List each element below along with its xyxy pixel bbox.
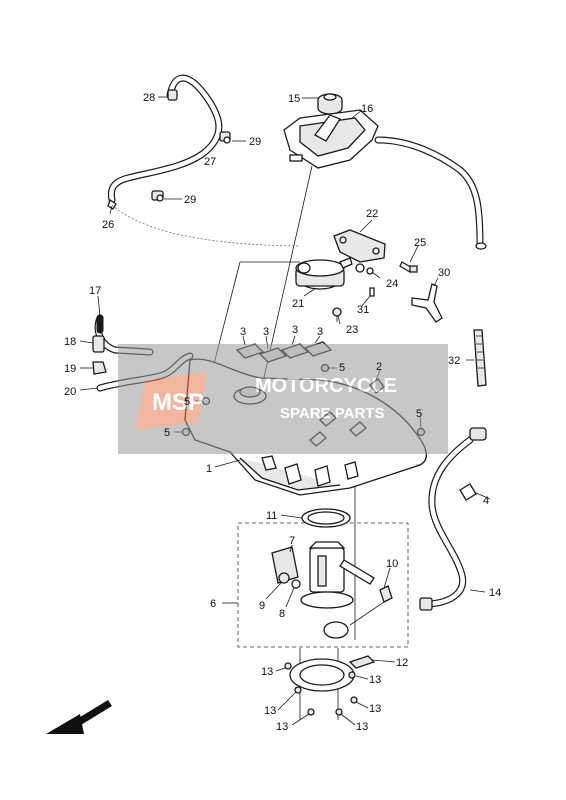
callout-13-e: 13 [276, 721, 288, 733]
routing-line-26 [111, 204, 301, 247]
callout-32: 32 [448, 355, 460, 367]
callout-12: 12 [396, 657, 408, 669]
callout-labels: 28 15 16 29 27 29 26 22 25 30 24 21 31 2… [64, 92, 501, 733]
callout-29-upper: 29 [249, 136, 261, 148]
grommet-24 [355, 263, 374, 275]
callout-19: 19 [64, 363, 76, 375]
filter-7 [271, 546, 299, 584]
pump-ring-8 [291, 579, 301, 589]
callout-28: 28 [143, 92, 155, 104]
callout-24: 24 [386, 278, 398, 290]
callout-13-b: 13 [369, 674, 381, 686]
callout-23: 23 [346, 324, 358, 336]
callout-17: 17 [89, 285, 101, 297]
hose-clip-26 [107, 198, 117, 210]
callout-16: 16 [361, 103, 373, 115]
callout-3-c: 3 [292, 324, 298, 336]
watermark-line1: MOTORCYCLE [255, 375, 397, 397]
callout-13-a: 13 [261, 666, 273, 678]
bolt-25 [399, 261, 418, 273]
callout-27: 27 [204, 156, 216, 168]
rollover-valve-21 [295, 257, 353, 290]
bolts-13 [284, 662, 358, 716]
watermark: MSP MOTORCYCLE SPARE PARTS [118, 344, 448, 454]
callout-6: 6 [210, 598, 216, 610]
breather-hose-27 [107, 74, 223, 204]
callout-4: 4 [483, 495, 489, 507]
hose-clip-29-lower [151, 190, 164, 202]
callout-5-d: 5 [164, 427, 170, 439]
clamp-19 [92, 361, 107, 375]
callout-13-c: 13 [264, 705, 276, 717]
callout-30: 30 [438, 267, 450, 279]
watermark-line2: SPARE PARTS [280, 405, 384, 422]
cable-tie-32 [473, 329, 487, 387]
callout-20: 20 [64, 386, 76, 398]
watermark-logo-shape [135, 372, 207, 430]
sender-9 [278, 572, 290, 584]
overflow-hose-16 [374, 136, 487, 250]
callout-22: 22 [366, 208, 378, 220]
filler-cap-15 [317, 93, 343, 115]
front-direction-arrow [46, 700, 112, 734]
clip-31 [369, 287, 375, 297]
hose-clip-28 [167, 89, 178, 101]
callout-3-a: 3 [240, 326, 246, 338]
bracket-22 [333, 229, 386, 263]
callout-29-lower: 29 [184, 194, 196, 206]
callout-5-b: 5 [184, 396, 190, 408]
hose-clip-29-upper [219, 131, 231, 144]
callout-8: 8 [279, 608, 285, 620]
callout-10: 10 [386, 558, 398, 570]
callout-25: 25 [414, 237, 426, 249]
callout-7: 7 [289, 535, 295, 547]
fuel-hose-14 [419, 427, 487, 611]
callout-5-a: 5 [339, 362, 345, 374]
callout-9: 9 [259, 600, 265, 612]
callout-31: 31 [357, 304, 369, 316]
bracket-30 [411, 283, 443, 323]
callout-2: 2 [376, 361, 382, 373]
callout-21: 21 [292, 298, 304, 310]
callout-15: 15 [288, 93, 300, 105]
callout-18: 18 [64, 336, 76, 348]
callout-5-c: 5 [416, 408, 422, 420]
callout-26: 26 [102, 219, 114, 231]
float-arm-10 [323, 585, 393, 639]
watermark-logo-text: MSP [152, 389, 204, 416]
pump-body [300, 541, 375, 609]
callout-14: 14 [489, 587, 501, 599]
callout-13-f: 13 [356, 721, 368, 733]
tank-cover-16 [283, 109, 379, 169]
retainer-plate-12 [289, 655, 376, 692]
clamp-4 [459, 483, 477, 501]
screw-23 [332, 307, 342, 322]
callout-11: 11 [266, 510, 277, 522]
fitting-18 [92, 335, 105, 353]
gasket-11 [301, 508, 351, 528]
callout-1: 1 [206, 463, 212, 475]
callout-3-b: 3 [263, 326, 269, 338]
callout-13-d: 13 [369, 703, 381, 715]
callout-3-d: 3 [317, 326, 323, 338]
